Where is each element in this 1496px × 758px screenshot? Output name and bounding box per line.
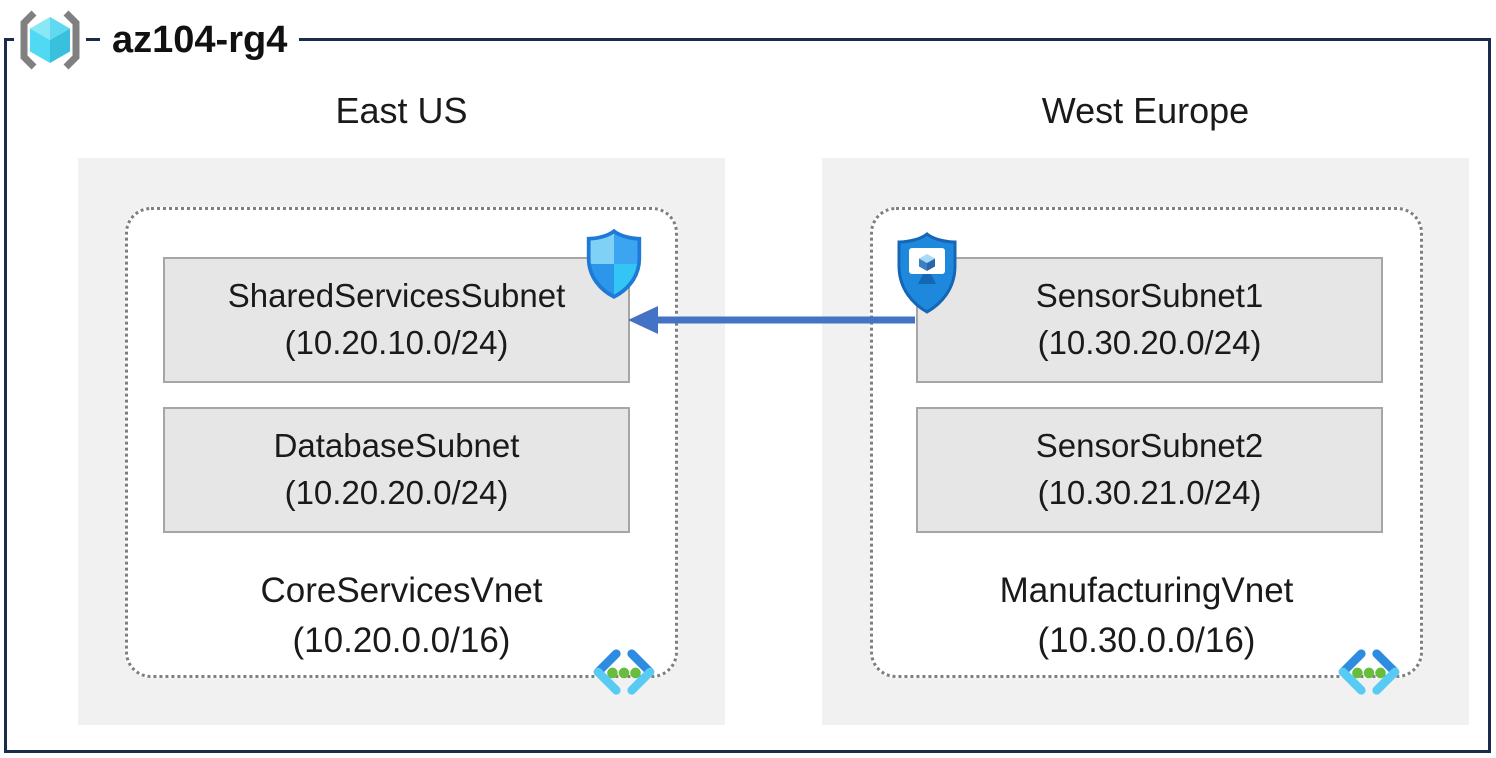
subnet-sensor1: SensorSubnet1 (10.30.20.0/24) xyxy=(916,257,1383,383)
resource-group-header: az104-rg4 xyxy=(14,8,300,72)
network-security-group-shield-icon xyxy=(586,228,642,299)
virtual-network-icon xyxy=(1338,649,1400,695)
vnet-label-manufacturing: ManufacturingVnet (10.30.0.0/16) xyxy=(870,566,1423,665)
vnet-cidr: (10.30.0.0/16) xyxy=(1037,620,1256,660)
application-security-group-shield-icon xyxy=(897,232,957,314)
subnet-sharedservices: SharedServicesSubnet (10.20.10.0/24) xyxy=(163,257,630,383)
virtual-network-icon xyxy=(593,649,655,695)
subnet-name: SensorSubnet2 xyxy=(1035,427,1264,465)
subnet-cidr: (10.30.21.0/24) xyxy=(1037,474,1262,511)
region-label-east-us: East US xyxy=(335,90,468,131)
vnet-name: CoreServicesVnet xyxy=(260,571,543,610)
resource-group-icon xyxy=(14,9,86,71)
resource-group-frame xyxy=(4,38,1491,753)
subnet-sensor2: SensorSubnet2 (10.30.21.0/24) xyxy=(916,407,1383,533)
vnet-label-coreservices: CoreServicesVnet (10.20.0.0/16) xyxy=(125,566,678,665)
region-label-west-europe: West Europe xyxy=(1041,90,1250,131)
resource-group-name: az104-rg4 xyxy=(100,8,300,72)
subnet-database: DatabaseSubnet (10.20.20.0/24) xyxy=(163,407,630,533)
subnet-name: SharedServicesSubnet xyxy=(227,277,566,315)
vnet-name: ManufacturingVnet xyxy=(999,571,1294,610)
vnet-cidr: (10.20.0.0/16) xyxy=(292,620,511,660)
subnet-name: SensorSubnet1 xyxy=(1035,277,1264,315)
subnet-name: DatabaseSubnet xyxy=(273,427,520,465)
subnet-cidr: (10.20.20.0/24) xyxy=(284,474,509,511)
subnet-cidr: (10.30.20.0/24) xyxy=(1037,324,1262,361)
subnet-cidr: (10.20.10.0/24) xyxy=(284,324,509,361)
